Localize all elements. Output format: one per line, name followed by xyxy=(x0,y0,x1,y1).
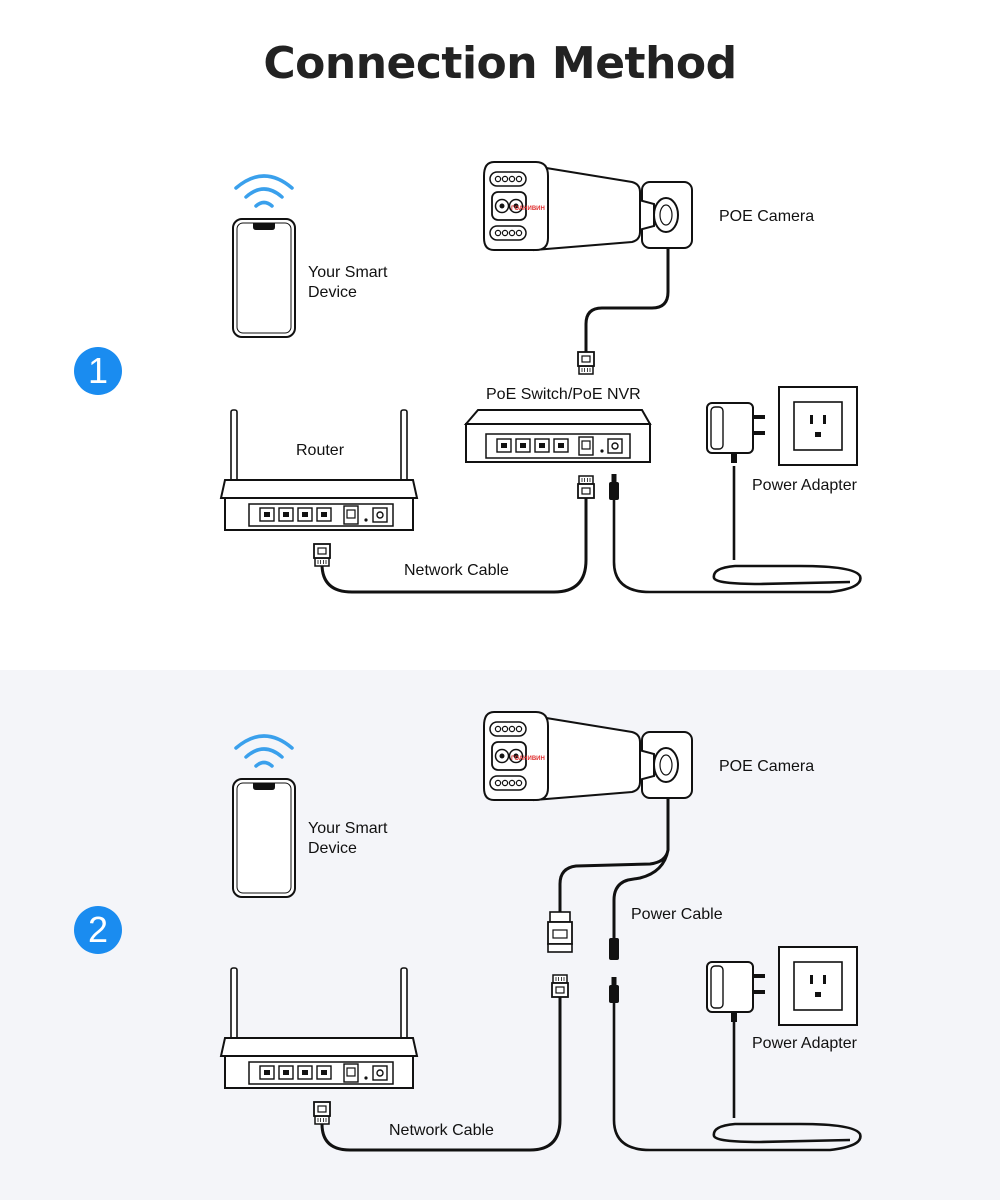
network-cable xyxy=(320,997,562,1152)
dc-plug-icon xyxy=(609,977,619,1003)
power-cable-label: Power Cable xyxy=(631,906,723,923)
rj45-connector-icon xyxy=(313,543,331,567)
wall-outlet-icon xyxy=(778,946,858,1026)
switch-label: PoE Switch/PoE NVR xyxy=(486,386,641,403)
smartphone-icon xyxy=(232,218,296,338)
router-label: Router xyxy=(296,442,345,459)
rj45-connector-icon xyxy=(577,351,595,375)
step-badge-1: 1 xyxy=(74,347,122,395)
wall-outlet-icon xyxy=(778,386,858,466)
dc-plug-icon xyxy=(609,938,619,960)
rj45-connector-icon xyxy=(551,974,569,998)
power-cable xyxy=(612,466,862,594)
rj45-coupler-icon xyxy=(547,911,573,953)
smart-device-label: Your Smart Device xyxy=(308,820,388,857)
network-cable xyxy=(320,498,588,594)
step-badge-2: 2 xyxy=(74,906,122,954)
rj45-connector-icon xyxy=(577,475,595,499)
power-adapter-label: Power Adapter xyxy=(752,477,857,494)
camera-cable xyxy=(584,248,670,352)
camera-split-cable xyxy=(558,798,670,940)
switch-icon xyxy=(463,409,652,463)
smartphone-icon xyxy=(232,778,296,898)
camera-brand-text: ГОАНИВИН xyxy=(511,206,545,212)
router-icon xyxy=(220,409,418,531)
power-adapter-icon xyxy=(706,961,766,1023)
page-title: Connection Method xyxy=(263,38,737,89)
smart-device-label: Your Smart Device xyxy=(308,264,388,301)
camera-label: POE Camera xyxy=(719,208,815,225)
wifi-icon xyxy=(234,174,294,208)
power-cable xyxy=(612,1003,862,1152)
power-adapter-icon xyxy=(706,402,766,464)
router-icon xyxy=(220,967,418,1089)
dc-plug-icon xyxy=(609,474,619,500)
camera-brand-text: ГОАНИВИН xyxy=(511,756,545,762)
network-cable-label: Network Cable xyxy=(404,562,509,579)
wifi-icon xyxy=(234,734,294,768)
power-adapter-label: Power Adapter xyxy=(752,1035,857,1052)
camera-label: POE Camera xyxy=(719,758,815,775)
network-cable-label: Network Cable xyxy=(389,1122,494,1139)
rj45-connector-icon xyxy=(313,1101,331,1125)
